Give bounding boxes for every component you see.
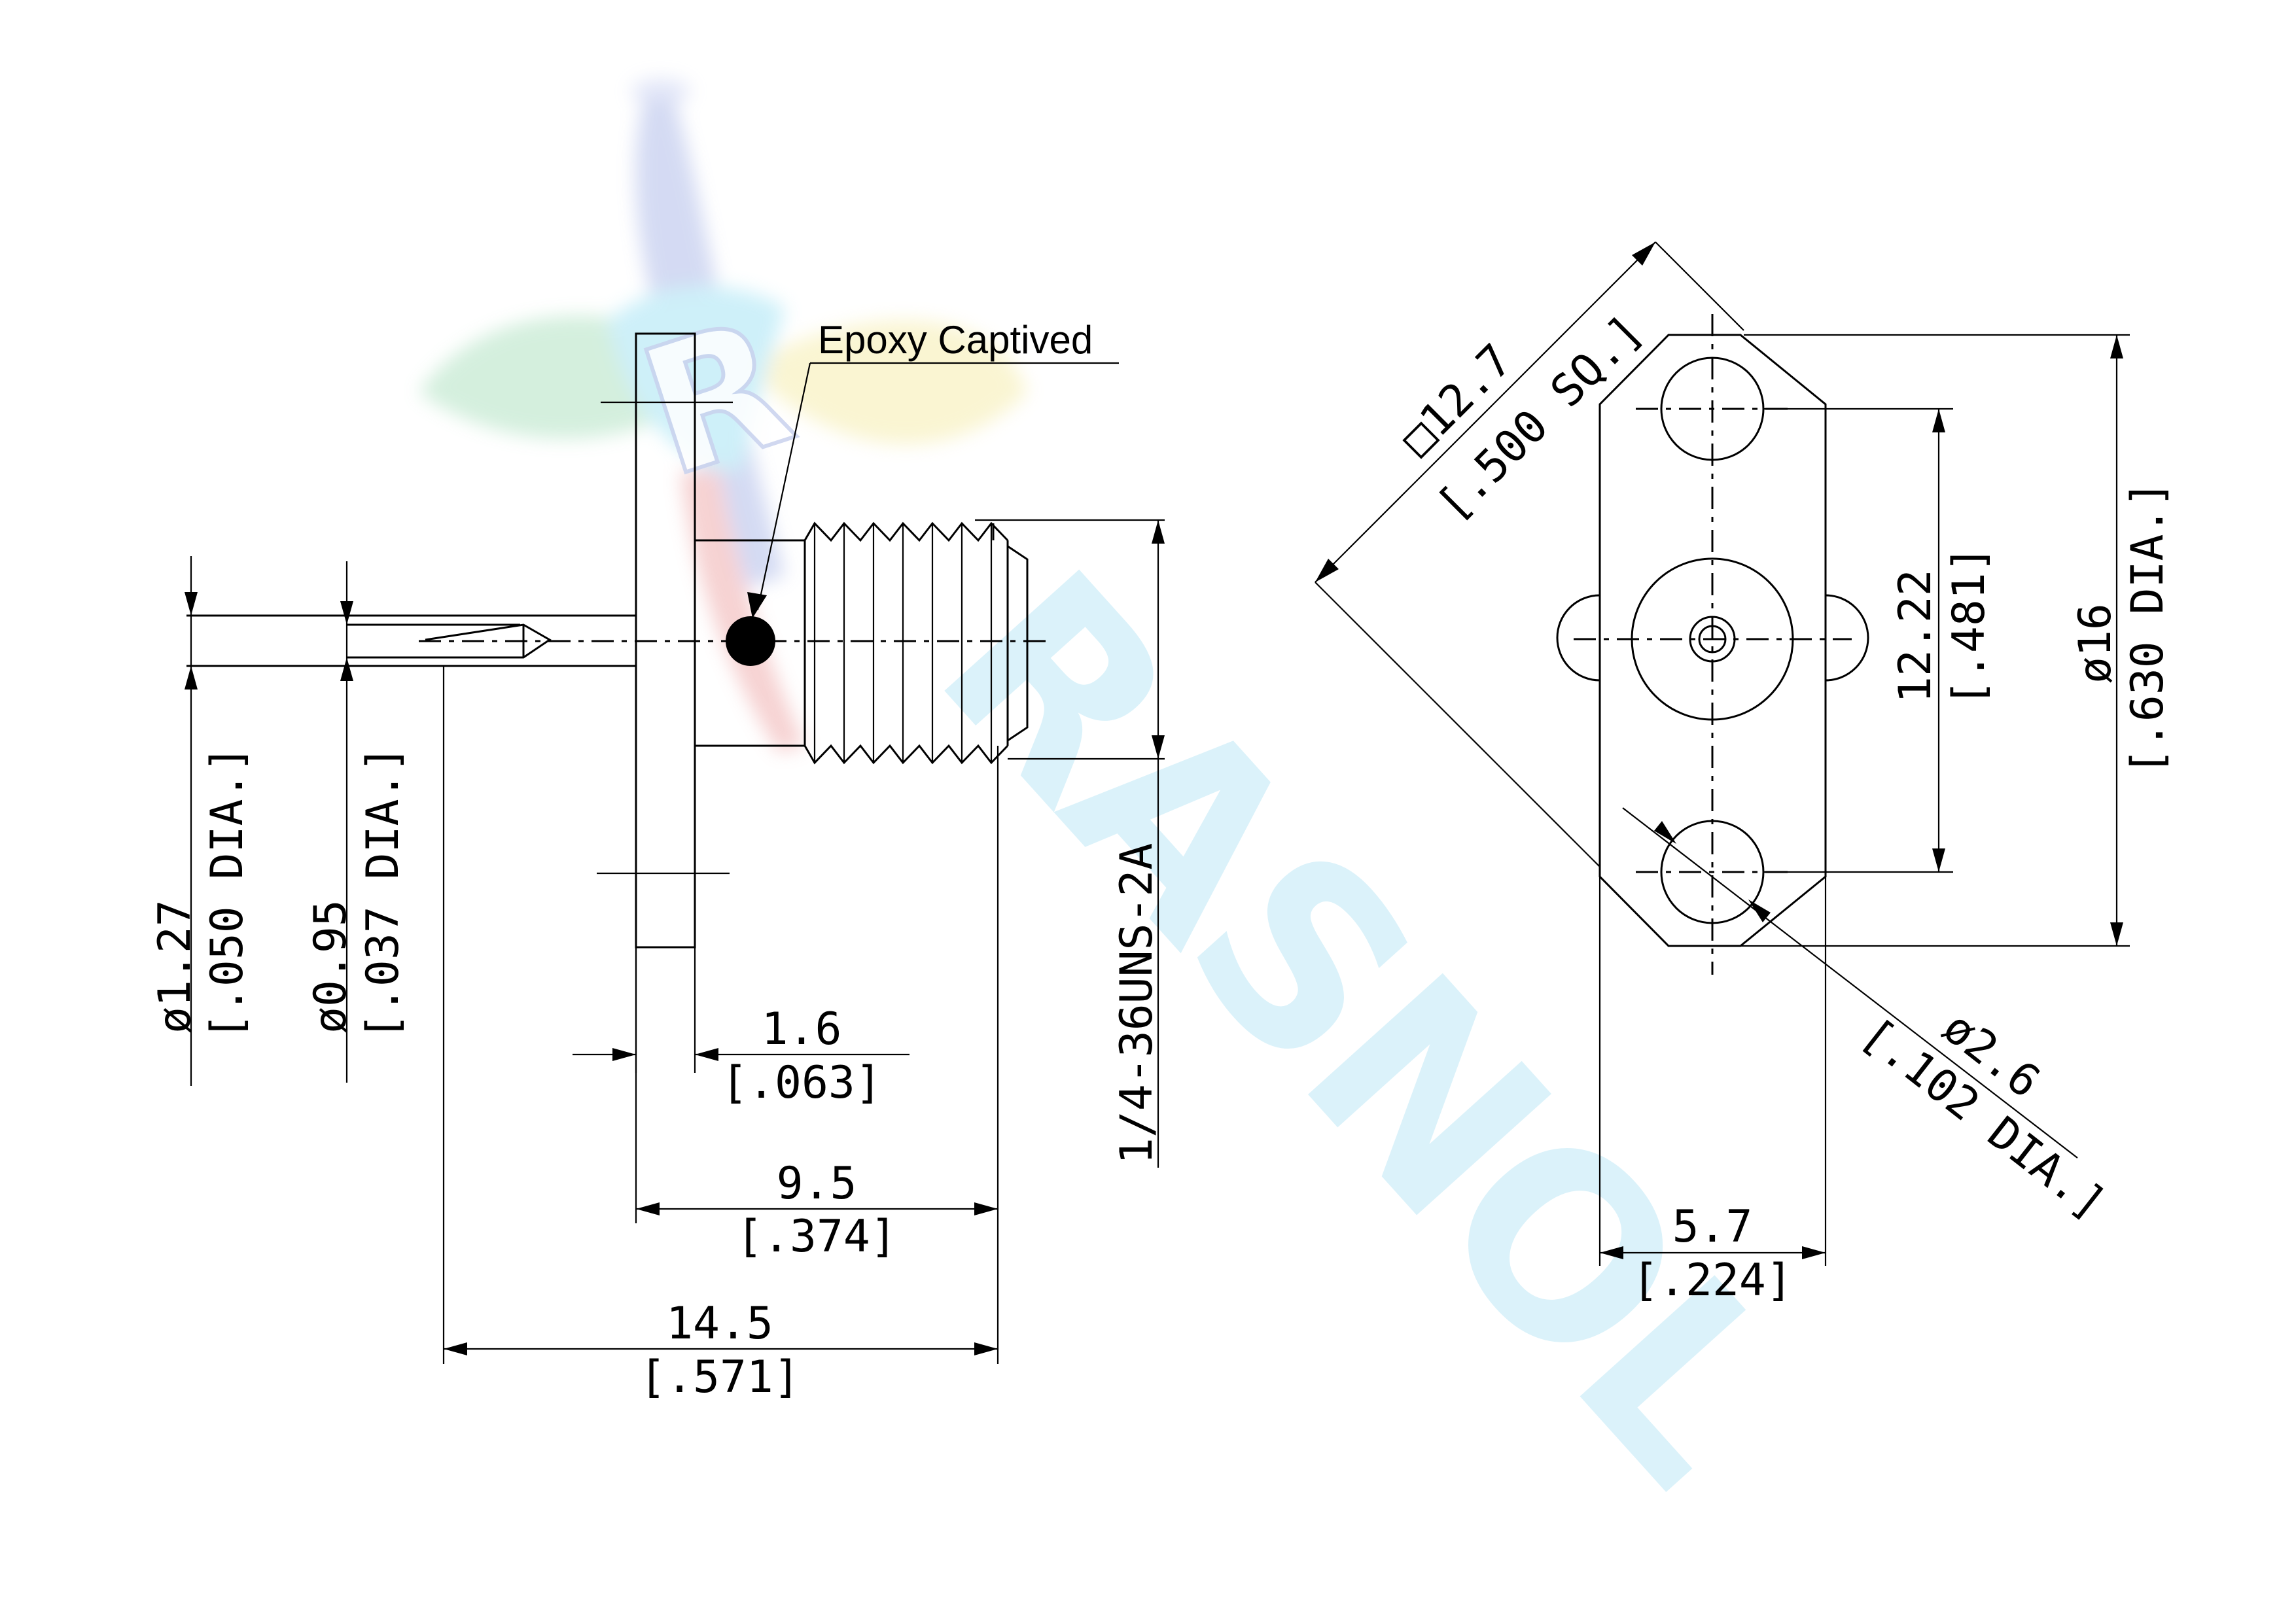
dim-pin-diameter-in: [.050 DIA.]: [202, 746, 253, 1040]
dim-tip-diameter-in: [.037 DIA.]: [357, 746, 409, 1040]
dim-hole-spacing-mm: 12.22: [1890, 569, 1941, 703]
dim-tip-diameter: ø0.95 [.037 DIA.]: [305, 561, 409, 1083]
dim-pin-diameter: ø1.27 [.050 DIA.]: [149, 556, 636, 1086]
epoxy-dot: [726, 616, 775, 666]
dim-thread-spec: 1/4-36UNS-2A: [1111, 843, 1163, 1164]
dim-pin-diameter-mm: ø1.27: [149, 899, 201, 1034]
watermark-logo-letter: R: [620, 279, 813, 517]
dim-overall-length-in: [.571]: [639, 1352, 800, 1403]
dim-tip-diameter-mm: ø0.95: [305, 899, 357, 1034]
watermark-brand-text: RASNOL: [885, 519, 1840, 1535]
dim-flange-thickness-mm: 1.6: [762, 1003, 842, 1055]
dim-width: 5.7 [.224]: [1598, 877, 1827, 1306]
dim-body-length-mm: 9.5: [777, 1158, 857, 1210]
side-view: Epoxy Captived ø1.27 [.050 DIA.] ø0.95 […: [149, 318, 1165, 1403]
outer-diameter-arc-left: [1556, 594, 1600, 682]
dim-hole-spacing-in: [.481]: [1943, 546, 1995, 707]
dim-hole-spacing: 12.22 [.481]: [1763, 408, 1995, 873]
epoxy-captived-note: Epoxy Captived: [818, 318, 1093, 362]
dim-body-length: 9.5 [.374]: [635, 746, 999, 1263]
threaded-section: [804, 521, 1029, 765]
dim-width-in: [.224]: [1632, 1255, 1793, 1306]
dim-thread: 1/4-36UNS-2A: [975, 519, 1165, 1168]
epoxy-leader-line: [756, 362, 811, 610]
dim-body-length-in: [.374]: [736, 1211, 897, 1263]
dim-outer-diameter-mm: ø16: [2070, 603, 2121, 684]
dim-outer-diameter-in: [.630 DIA.]: [2122, 481, 2174, 775]
dim-flange-thickness: 1.6 [.063]: [573, 947, 910, 1109]
dim-overall-length: 14.5 [.571]: [442, 666, 999, 1403]
dim-width-mm: 5.7: [1672, 1201, 1753, 1253]
watermark-logo: [419, 79, 1027, 752]
dim-outer-diameter: ø16 [.630 DIA.]: [1740, 334, 2174, 947]
dim-flange-thickness-in: [.063]: [721, 1057, 882, 1109]
outer-diameter-arc-right: [1825, 594, 1869, 682]
dim-overall-length-mm: 14.5: [666, 1298, 773, 1350]
